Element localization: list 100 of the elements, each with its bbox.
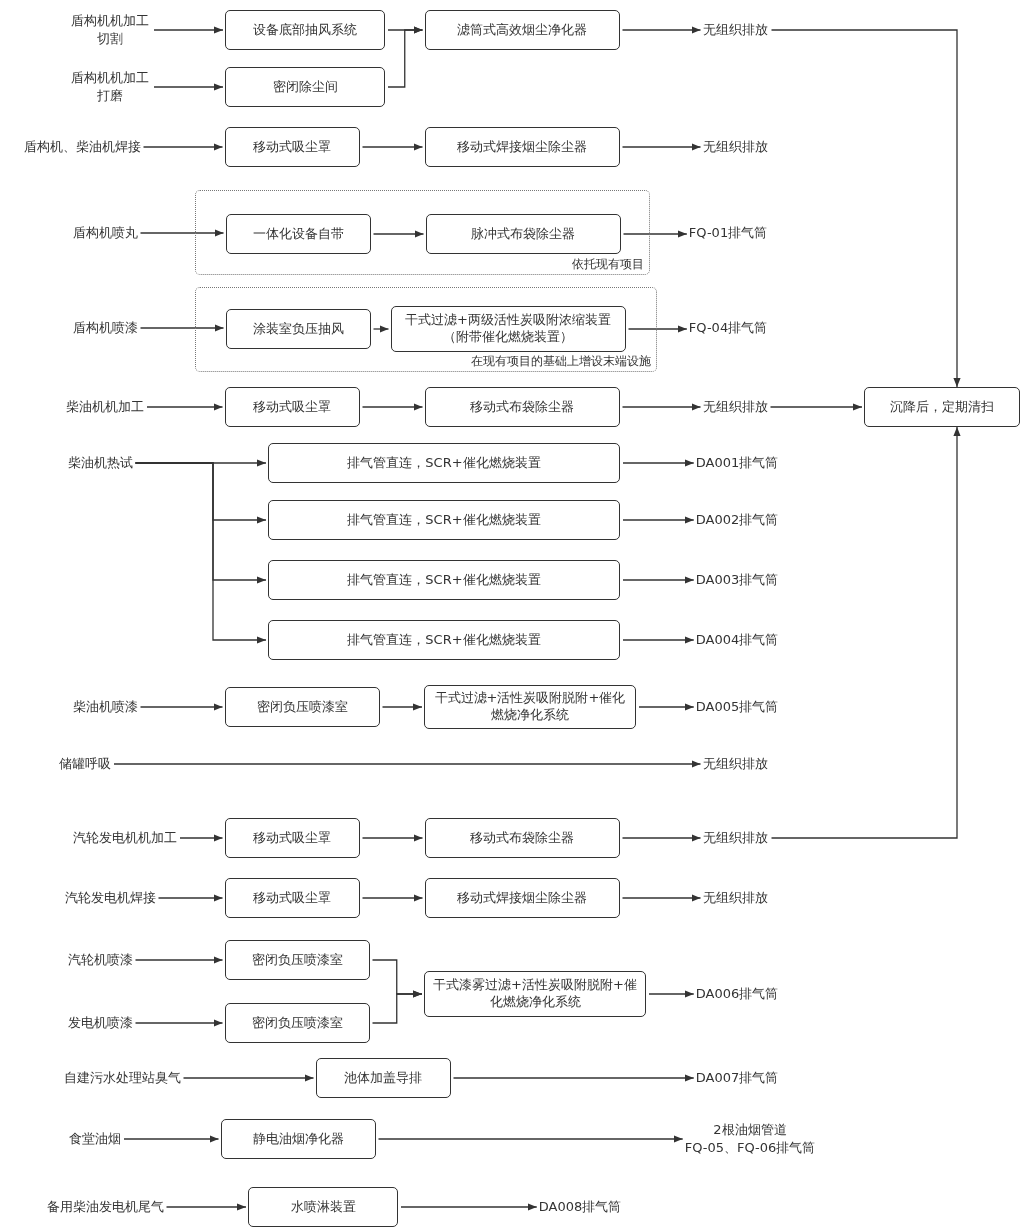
process-box: 移动式吸尘罩 <box>224 878 360 918</box>
flow-label: 无组织排放 <box>702 755 768 773</box>
flow-label: DA006排气筒 <box>695 985 779 1003</box>
process-box: 密闭负压喷漆室 <box>224 687 380 727</box>
flow-label: FQ-01排气筒 <box>688 224 768 242</box>
flow-label: DA002排气筒 <box>695 511 779 529</box>
process-box: 一体化设备自带 <box>225 214 371 254</box>
flow-label: 无组织排放 <box>702 398 768 416</box>
flow-arrow <box>361 143 424 151</box>
process-box: 密闭负压喷漆室 <box>224 1003 370 1043</box>
flow-arrow <box>648 990 695 998</box>
process-box: 池体加盖导排 <box>315 1058 451 1098</box>
flow-arrow <box>622 576 695 584</box>
process-box: 涂装室负压抽风 <box>225 309 371 349</box>
flow-label: DA007排气筒 <box>695 1069 779 1087</box>
flow-arrow <box>139 324 225 332</box>
flow-arrow <box>134 462 267 644</box>
flow-label: 柴油机机加工 <box>66 398 144 416</box>
flow-label: 自建污水处理站臭气 <box>63 1069 181 1087</box>
flow-arrow <box>361 403 424 411</box>
flow-arrow <box>622 636 695 644</box>
flow-label: DA005排气筒 <box>695 698 779 716</box>
flow-arrow <box>142 143 224 151</box>
flow-arrow <box>153 83 224 91</box>
flow-label: DA003排气筒 <box>695 571 779 589</box>
flow-label: 无组织排放 <box>702 138 768 156</box>
flow-arrow <box>622 516 695 524</box>
flow-arrow <box>182 1074 315 1082</box>
flow-label: 汽轮机喷漆 <box>67 951 133 969</box>
flow-arrow <box>372 325 390 333</box>
flow-label: DA008排气筒 <box>538 1198 622 1216</box>
flow-label: 无组织排放 <box>702 889 768 907</box>
process-box: 干式过滤+活性炭吸附脱附+催化燃烧净化系统 <box>424 685 636 729</box>
flow-arrow <box>400 1203 538 1211</box>
flow-arrow <box>770 426 961 839</box>
flow-label: FQ-05、FQ-06排气筒 <box>684 1139 816 1157</box>
process-box: 移动式吸尘罩 <box>224 387 360 427</box>
process-box: 沉降后，定期清扫 <box>864 387 1020 427</box>
flow-label: 储罐呼吸 <box>59 755 111 773</box>
process-box: 移动式吸尘罩 <box>224 818 360 858</box>
flow-label: 汽轮发电机机加工 <box>73 829 177 847</box>
flow-arrow <box>361 834 424 842</box>
flow-arrow <box>372 230 425 238</box>
flow-label: 盾构机、柴油机焊接 <box>23 138 141 156</box>
flow-label: 盾构机机加工切割 <box>69 12 151 48</box>
flow-label: 盾构机机加工打磨 <box>69 69 151 105</box>
flow-arrow <box>622 459 695 467</box>
process-box: 移动式布袋除尘器 <box>424 387 620 427</box>
group-note: 在现有项目的基础上增设末端设施 <box>471 353 651 370</box>
flow-label: DA004排气筒 <box>695 631 779 649</box>
process-box: 排气管直连，SCR+催化燃烧装置 <box>268 620 620 660</box>
flow-arrow <box>134 956 224 964</box>
flow-arrow <box>134 1019 224 1027</box>
flow-arrow <box>139 229 225 237</box>
flow-label: DA001排气筒 <box>695 454 779 472</box>
flow-arrow <box>371 990 423 1024</box>
flow-arrow <box>146 403 224 411</box>
flow-label: FQ-04排气筒 <box>688 319 768 337</box>
flow-label: 盾构机喷丸 <box>72 224 138 242</box>
flow-arrow <box>165 1203 247 1211</box>
flow-arrow <box>157 894 224 902</box>
flow-label: 发电机喷漆 <box>67 1014 133 1032</box>
flow-arrow <box>769 403 863 411</box>
process-box: 密闭负压喷漆室 <box>224 940 370 980</box>
flow-label: 无组织排放 <box>702 829 768 847</box>
process-box: 干式漆雾过滤+活性炭吸附脱附+催化燃烧净化系统 <box>424 971 646 1017</box>
flow-arrow <box>627 325 688 333</box>
flow-arrow <box>621 403 702 411</box>
process-box: 排气管直连，SCR+催化燃烧装置 <box>268 500 620 540</box>
flow-arrow <box>377 1135 684 1143</box>
process-box: 移动式焊接烟尘除尘器 <box>424 878 620 918</box>
flow-arrow <box>113 760 702 768</box>
group-note: 依托现有项目 <box>572 256 644 273</box>
flow-arrow <box>179 834 224 842</box>
process-box: 脉冲式布袋除尘器 <box>425 214 621 254</box>
flow-label: 无组织排放 <box>702 21 768 39</box>
process-box: 设备底部抽风系统 <box>225 10 385 50</box>
process-box: 密闭除尘间 <box>225 67 385 107</box>
process-box: 干式过滤+两级活性炭吸附浓缩装置（附带催化燃烧装置） <box>390 306 626 352</box>
process-box: 静电油烟净化器 <box>220 1119 376 1159</box>
process-box: 滤筒式高效烟尘净化器 <box>424 10 620 50</box>
flow-arrow <box>638 703 695 711</box>
flow-arrow <box>621 26 702 34</box>
flow-arrow <box>153 26 224 34</box>
flow-arrow <box>770 29 961 388</box>
process-box: 排气管直连，SCR+催化燃烧装置 <box>268 560 620 600</box>
flow-arrow <box>622 230 688 238</box>
flow-arrow <box>452 1074 695 1082</box>
flow-label: 2根油烟管道 <box>712 1121 788 1139</box>
flow-label: 汽轮发电机焊接 <box>64 889 156 907</box>
flow-arrow <box>621 894 702 902</box>
flow-arrow <box>387 26 424 88</box>
flow-label: 备用柴油发电机尾气 <box>46 1198 164 1216</box>
process-box: 水喷淋装置 <box>248 1187 398 1227</box>
flow-label: 柴油机热试 <box>67 454 133 472</box>
flow-arrow <box>621 143 702 151</box>
flow-label: 食堂油烟 <box>69 1130 121 1148</box>
process-box: 移动式吸尘罩 <box>224 127 360 167</box>
flow-arrow <box>139 703 224 711</box>
flow-label: 柴油机喷漆 <box>72 698 138 716</box>
